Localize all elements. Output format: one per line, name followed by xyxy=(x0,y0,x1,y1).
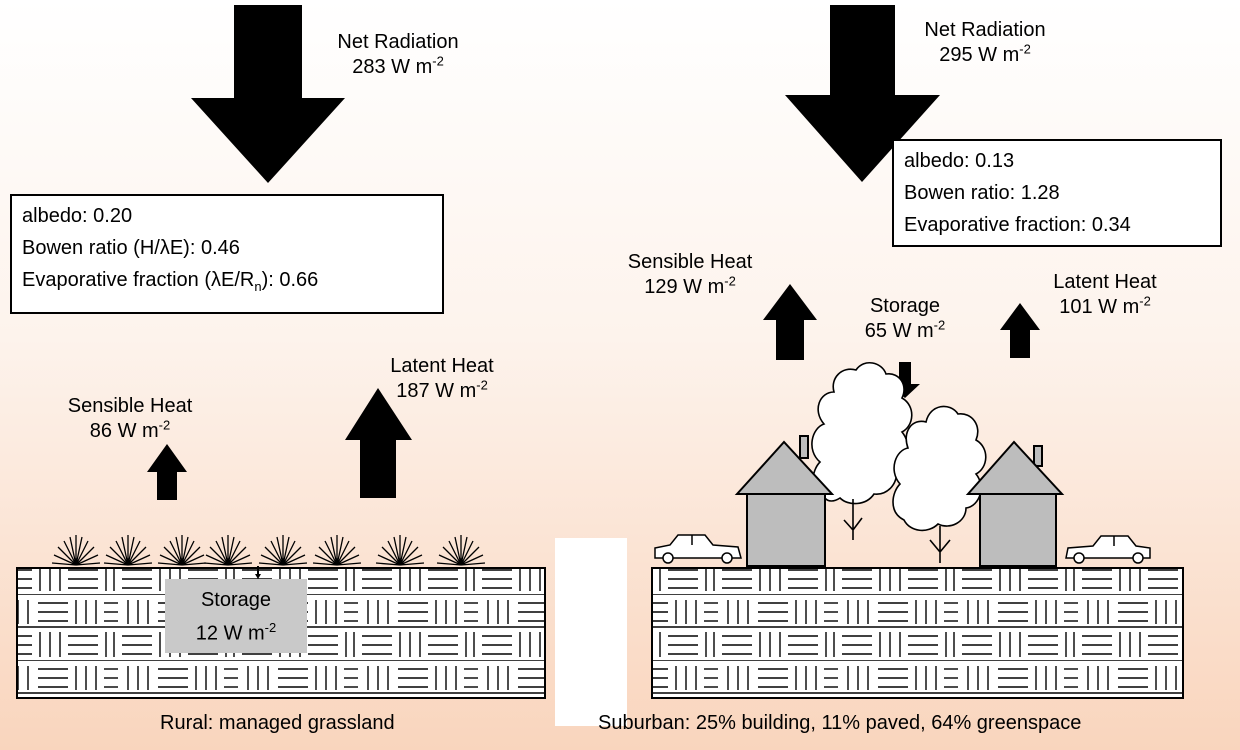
tree-right xyxy=(892,405,987,532)
house-left-wall xyxy=(746,493,826,567)
rural-net-radiation-value: 283 W m-2 xyxy=(352,53,444,78)
suburban-latent-heat-title: Latent Heat xyxy=(1053,271,1157,293)
trees xyxy=(811,362,987,563)
rural-storage-value: 12 W m-2 xyxy=(195,620,277,645)
house-right-chimney xyxy=(1033,445,1043,467)
suburban-bowen-ratio: Bowen ratio: 1.28 xyxy=(904,182,1060,204)
suburban-sensible-heat-label: Sensible Heat 129 W m-2 xyxy=(605,250,775,300)
rural-net-radiation-arrow xyxy=(191,5,345,183)
suburban-net-radiation-arrow xyxy=(785,5,940,182)
rural-caption: Rural: managed grassland xyxy=(160,712,395,734)
suburban-sensible-heat-value: 129 W m-2 xyxy=(644,273,736,298)
grass-tuft xyxy=(51,535,101,566)
rural-storage-title: Storage xyxy=(200,589,272,611)
rural-latent-heat-label: Latent Heat 187 W m-2 xyxy=(362,354,522,404)
car-right xyxy=(1065,535,1151,564)
rural-net-radiation-label: Net Radiation 283 W m-2 xyxy=(313,30,483,80)
rural-latent-heat-title: Latent Heat xyxy=(390,355,494,377)
suburban-latent-heat-value: 101 W m-2 xyxy=(1059,293,1151,318)
grass-tufts xyxy=(51,535,486,566)
rural-stats-box: albedo: 0.20 Bowen ratio (H/λE): 0.46 Ev… xyxy=(10,194,444,314)
suburban-net-radiation-title: Net Radiation xyxy=(924,19,1046,41)
rural-sensible-heat-title: Sensible Heat xyxy=(67,395,193,417)
car-left xyxy=(654,534,742,564)
suburban-sensible-heat-title: Sensible Heat xyxy=(627,251,753,273)
rural-evaporative-fraction: Evaporative fraction (λE/Rn): 0.66 xyxy=(22,269,319,294)
rural-storage-arrow-head xyxy=(255,574,261,579)
tree-left-trunk xyxy=(843,499,863,540)
suburban-caption: Suburban: 25% building, 11% paved, 64% g… xyxy=(598,712,1082,734)
suburban-ground xyxy=(651,567,1184,699)
panel-divider xyxy=(555,538,627,726)
grass-tuft xyxy=(203,535,253,566)
rural-latent-heat-value: 187 W m-2 xyxy=(396,377,488,402)
rural-albedo: albedo: 0.20 xyxy=(22,205,133,227)
house-left-chimney xyxy=(799,435,809,459)
suburban-storage-title: Storage xyxy=(869,295,941,317)
suburban-latent-heat-label: Latent Heat 101 W m-2 xyxy=(1030,270,1180,320)
suburban-evaporative-fraction: Evaporative fraction: 0.34 xyxy=(904,214,1131,236)
grass-tuft xyxy=(312,535,362,566)
suburban-net-radiation-value: 295 W m-2 xyxy=(939,41,1031,66)
house-right-wall xyxy=(979,493,1057,567)
tree-right-trunk xyxy=(929,526,951,563)
grass-tuft xyxy=(258,535,308,566)
suburban-storage-value: 65 W m-2 xyxy=(864,317,946,342)
suburban-stats-box: albedo: 0.13 Bowen ratio: 1.28 Evaporati… xyxy=(892,139,1222,247)
grass-tuft xyxy=(103,535,153,566)
house-right xyxy=(965,440,1065,567)
suburban-net-radiation-label: Net Radiation 295 W m-2 xyxy=(900,18,1070,68)
rural-latent-heat-arrow xyxy=(345,388,412,498)
suburban-storage-label: Storage 65 W m-2 xyxy=(830,294,980,344)
suburban-latent-heat-arrow xyxy=(1000,303,1040,358)
house-left xyxy=(734,435,835,567)
grass-tuft xyxy=(436,535,486,566)
suburban-sensible-heat-arrow xyxy=(763,284,817,360)
rural-sensible-heat-label: Sensible Heat 86 W m-2 xyxy=(40,394,220,444)
tree-left xyxy=(811,362,913,505)
grass-tuft xyxy=(157,535,207,566)
rural-storage-box: Storage 12 W m-2 xyxy=(165,579,307,653)
rural-bowen-ratio: Bowen ratio (H/λE): 0.46 xyxy=(22,237,240,259)
suburban-albedo: albedo: 0.13 xyxy=(904,150,1015,172)
rural-sensible-heat-value: 86 W m-2 xyxy=(89,417,171,442)
rural-net-radiation-title: Net Radiation xyxy=(337,31,459,53)
rural-sensible-heat-arrow xyxy=(147,444,187,500)
grass-tuft xyxy=(375,535,425,566)
